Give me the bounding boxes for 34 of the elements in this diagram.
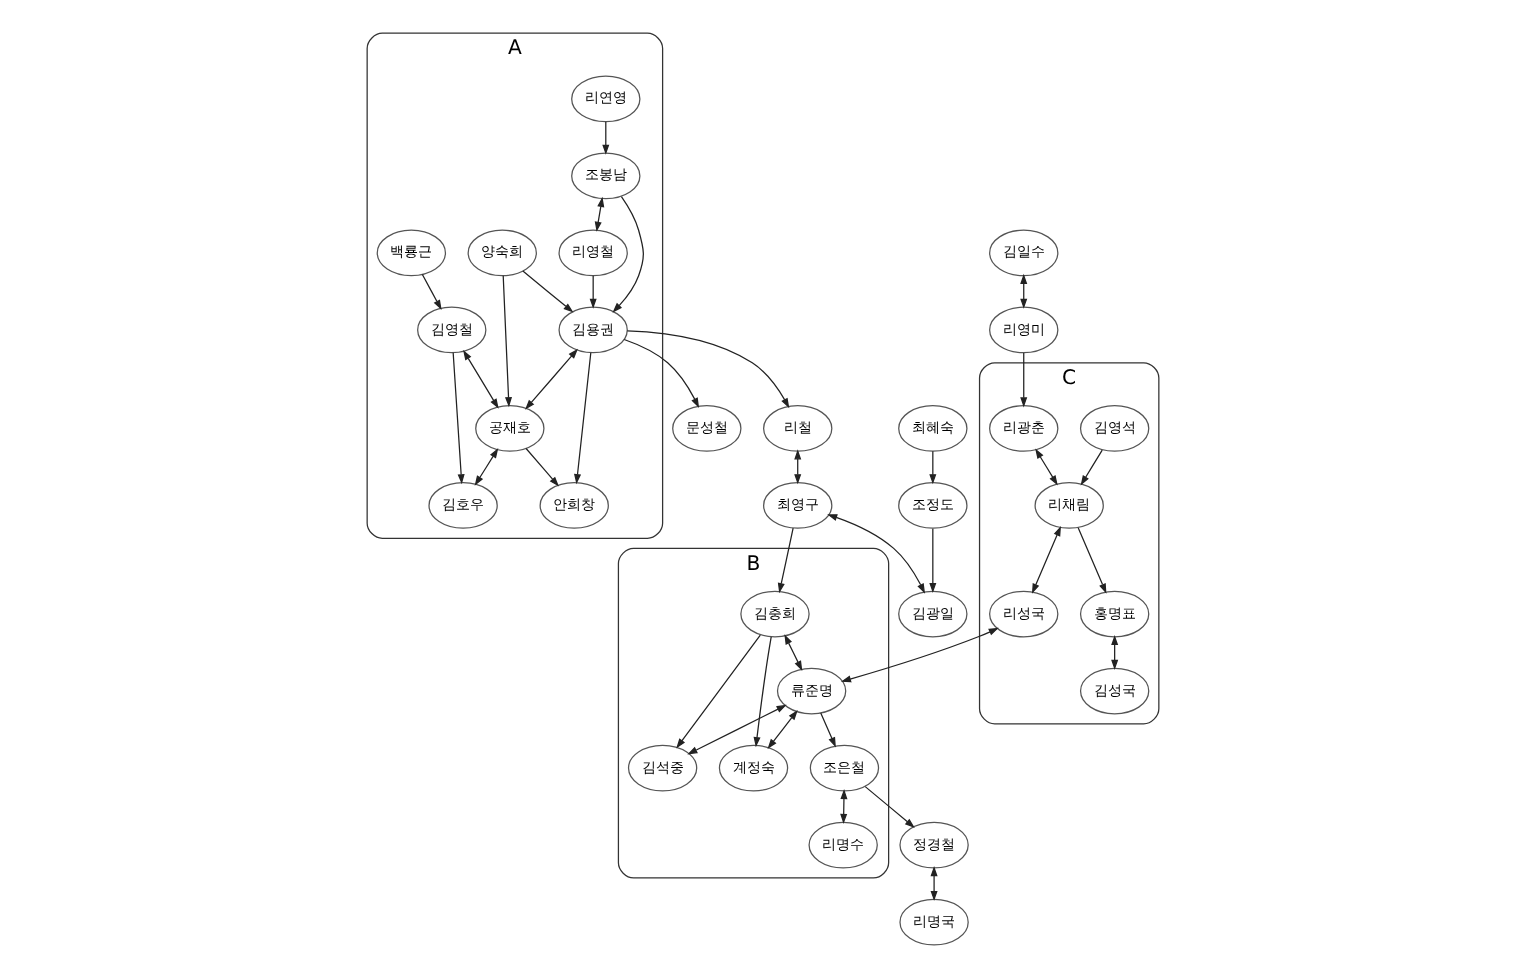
arrow [522,269,574,312]
arrow [929,527,937,593]
arrow [594,195,605,231]
arrow [474,447,499,485]
arrow [1077,526,1107,593]
arrow [753,635,772,747]
arrow [820,711,836,747]
arrow [421,272,442,310]
arrow [589,274,597,308]
arrow [777,526,794,593]
arrow [612,194,644,312]
arrow [930,865,938,901]
arrow [840,626,999,682]
arrow [840,788,848,823]
arrow [687,703,787,754]
arrow [574,351,592,484]
arrow [623,337,700,407]
arrow [525,347,578,409]
arrow [1080,448,1103,485]
arrow [1020,351,1028,407]
arrow [452,351,465,484]
arrow [602,120,610,154]
arrow [1035,447,1058,485]
arrow [502,274,513,407]
arrow [463,348,499,408]
arrow [784,633,803,670]
arrow [525,446,559,486]
arrow [626,329,790,408]
arrow [864,785,915,827]
arrow [1031,524,1061,593]
arrow [929,449,937,484]
arrow [827,513,926,593]
arrow [767,709,798,748]
arrow [676,633,761,748]
